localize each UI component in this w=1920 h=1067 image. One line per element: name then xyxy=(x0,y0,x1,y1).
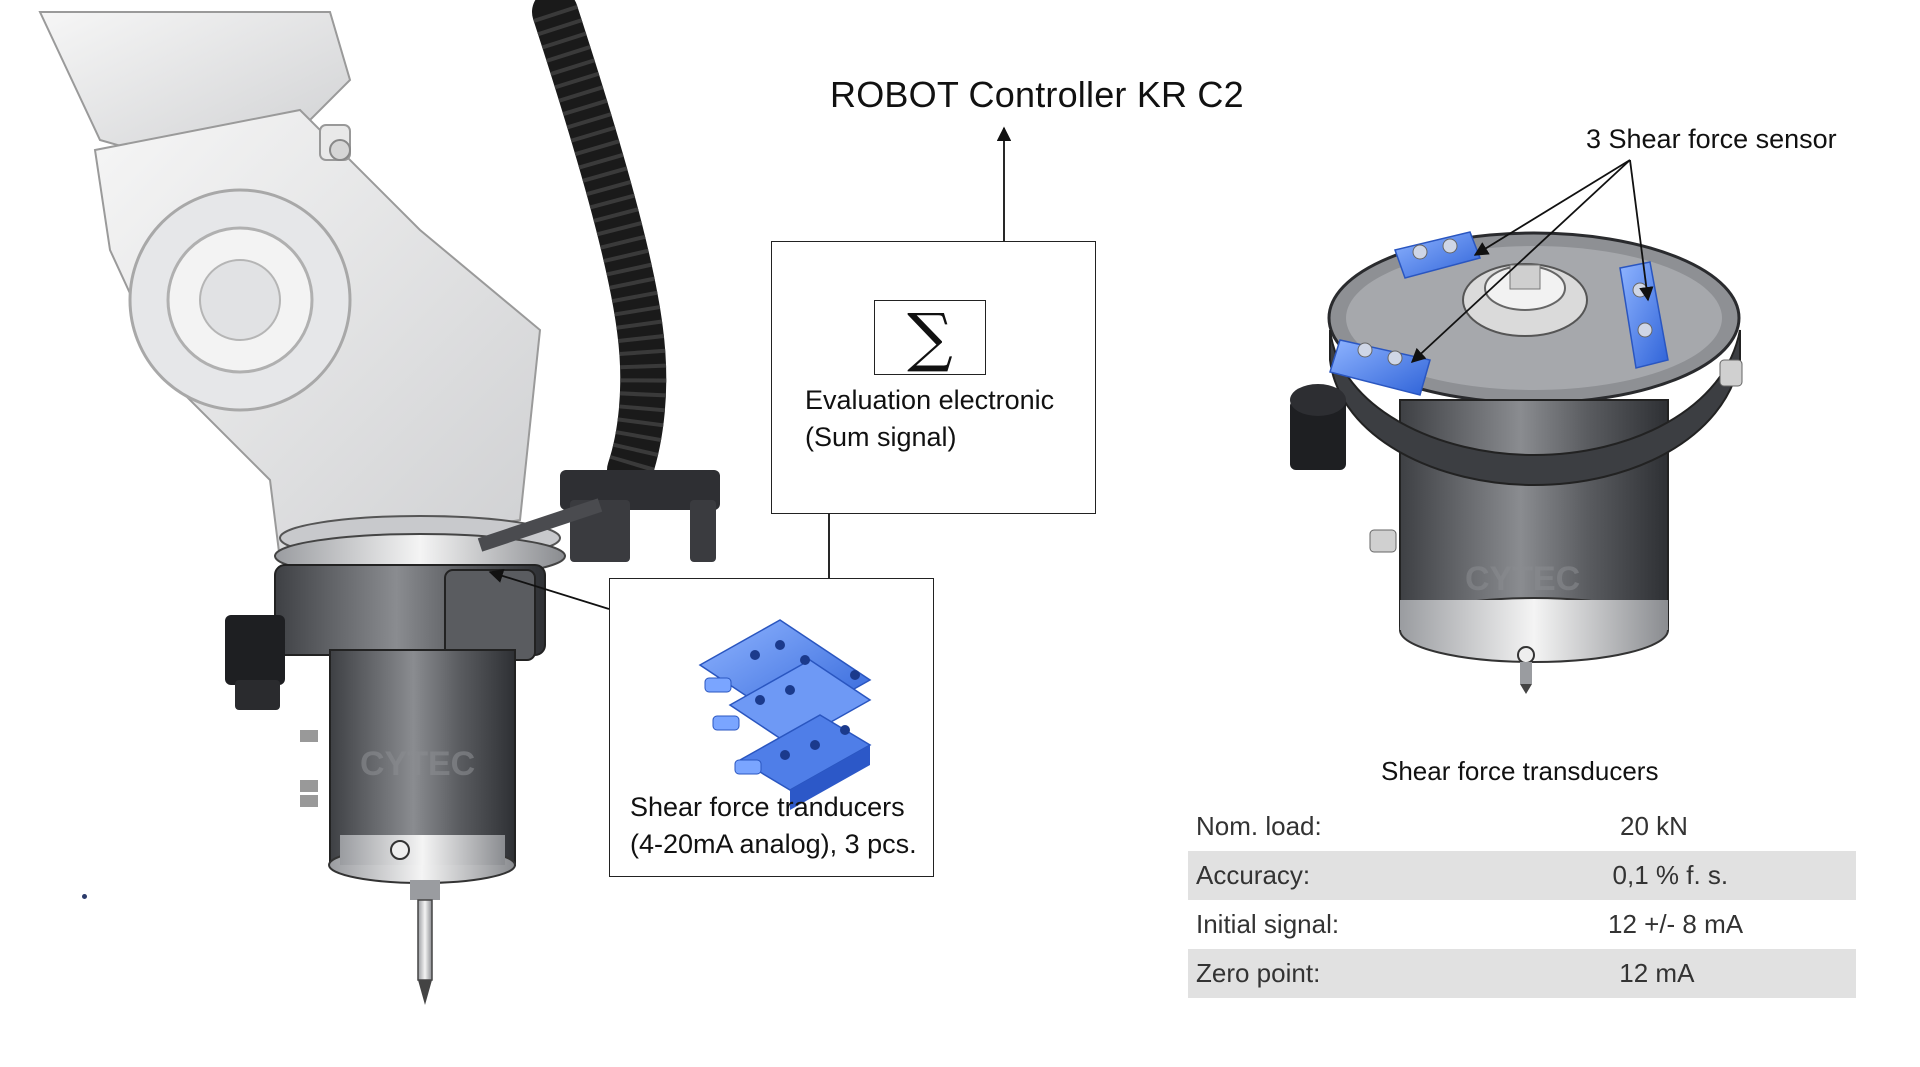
arrow-sensor-1 xyxy=(1473,159,1631,256)
spindle-illustration: CYTEC xyxy=(225,564,546,1005)
shear-force-sensor-label: 3 Shear force sensor xyxy=(1586,124,1837,154)
arrow-sensor-3 xyxy=(1629,159,1654,302)
spec-key: Initial signal: xyxy=(1196,909,1340,939)
controller-label: ROBOT Controller KR C2 xyxy=(830,74,1244,115)
spec-value: 20 kN xyxy=(1620,811,1688,841)
spec-row-zero-point: Zero point: 12 mA xyxy=(1188,949,1856,998)
stray-dot xyxy=(82,894,87,899)
spec-value: 0,1 % f. s. xyxy=(1612,860,1729,890)
spec-row-nom-load: Nom. load: 20 kN xyxy=(1188,802,1856,851)
spec-row-accuracy: Accuracy: 0,1 % f. s. xyxy=(1188,851,1856,900)
logo-text-left: CYTEC xyxy=(360,745,475,783)
arrow-to-spindle-sensor xyxy=(488,568,610,610)
transducer-label: Shear force tranducers (4-20mA analog), … xyxy=(630,789,917,863)
evaluation-line-1: Evaluation electronic xyxy=(805,385,1055,415)
connector-lines xyxy=(488,126,1012,610)
transducer-line-1: Shear force tranducers xyxy=(630,792,905,822)
cable-hose-illustration xyxy=(477,0,720,562)
sum-symbol-icon: ∑ xyxy=(874,300,986,375)
arrow-sensor-2 xyxy=(1410,159,1631,363)
spec-row-initial-signal: Initial signal: 12 +/- 8 mA xyxy=(1188,900,1856,949)
logo-text-right: CYTEC xyxy=(1465,560,1580,598)
spec-key: Accuracy: xyxy=(1196,860,1311,890)
spec-value: 12 +/- 8 mA xyxy=(1608,909,1744,939)
sensor-housing-illustration: CYTEC xyxy=(1290,159,1743,694)
robot-arm-illustration xyxy=(38,11,566,579)
evaluation-electronic-box: ∑ Evaluation electronic (Sum signal) xyxy=(771,241,1096,514)
transducer-illustration xyxy=(698,619,872,810)
transducer-box: Shear force tranducers (4-20mA analog), … xyxy=(609,578,934,877)
transducer-line-2: (4-20mA analog), 3 pcs. xyxy=(630,829,917,859)
spec-key: Zero point: xyxy=(1196,958,1321,988)
spec-table: Nom. load: 20 kN Accuracy: 0,1 % f. s. I… xyxy=(1188,802,1856,998)
evaluation-line-2: (Sum signal) xyxy=(805,422,957,452)
evaluation-label: Evaluation electronic (Sum signal) xyxy=(805,382,1054,456)
spec-key: Nom. load: xyxy=(1196,811,1322,841)
spec-value: 12 mA xyxy=(1619,958,1695,988)
spec-table-title: Shear force transducers xyxy=(1381,756,1659,786)
